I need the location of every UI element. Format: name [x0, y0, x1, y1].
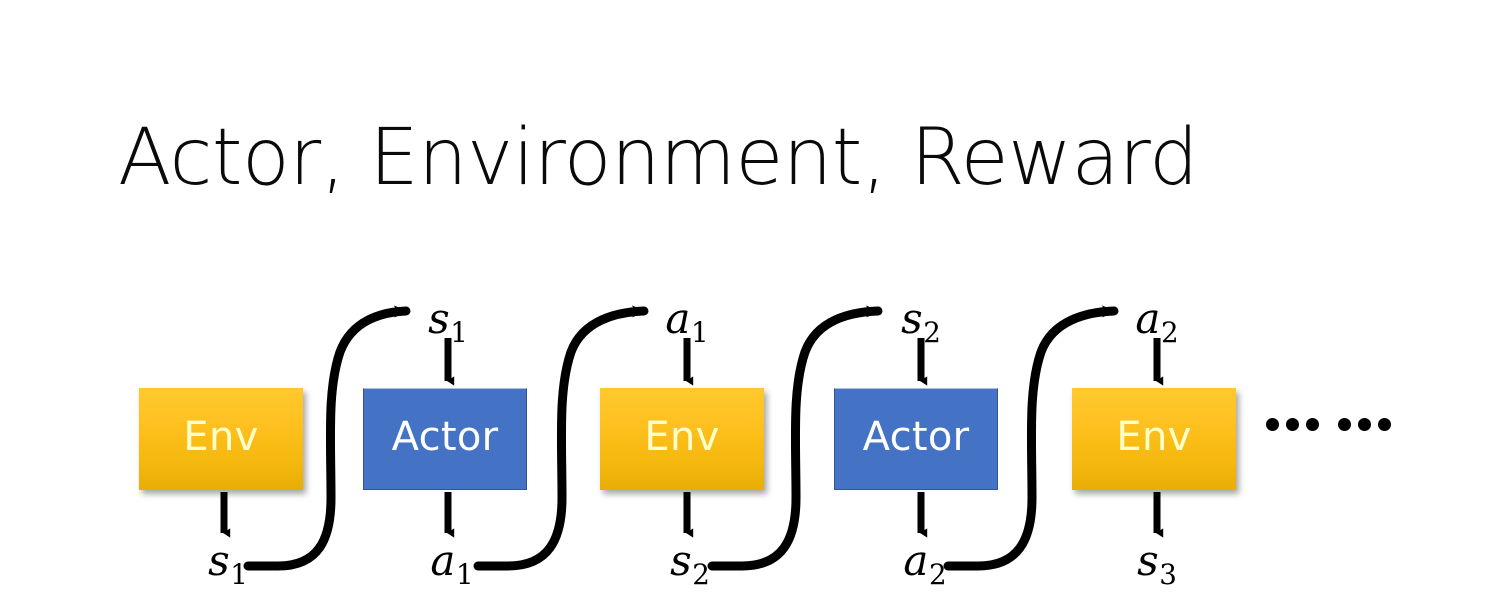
action-label-a1-bottom: a1: [430, 540, 473, 589]
variable-subscript: 2: [692, 557, 710, 591]
variable-subscript: 2: [923, 315, 941, 349]
variable-base: s: [428, 294, 450, 343]
variable-base: s: [208, 536, 230, 585]
node-label: Actor: [391, 414, 499, 460]
node-env-2[interactable]: Env: [600, 388, 764, 490]
variable-base: s: [901, 294, 923, 343]
variable-subscript: 2: [1160, 315, 1179, 349]
variable-base: a: [665, 294, 691, 343]
node-env-1[interactable]: Env: [139, 388, 303, 490]
page-title: Actor, Environment, Reward: [118, 113, 1198, 203]
node-actor-1[interactable]: Actor: [363, 388, 527, 490]
action-label-a2-top: a2: [1135, 298, 1178, 347]
arrows-label-to-box: [444, 338, 1164, 386]
node-env-3[interactable]: Env: [1072, 388, 1236, 490]
continuation-ellipsis: [1266, 418, 1391, 431]
variable-base: a: [1135, 294, 1161, 343]
ellipsis-dot: [1266, 418, 1279, 431]
ellipsis-dot: [1378, 418, 1391, 431]
variable-subscript: 1: [455, 557, 474, 591]
action-label-a1-top: a1: [665, 298, 708, 347]
variable-subscript: 1: [230, 557, 248, 591]
node-label: Env: [1116, 414, 1192, 460]
state-label-s3-bottom: s3: [1137, 540, 1177, 589]
ellipsis-dot: [1286, 418, 1299, 431]
variable-subscript: 1: [450, 315, 468, 349]
state-label-s1-bottom: s1: [208, 540, 248, 589]
variable-base: s: [1137, 536, 1159, 585]
variable-base: s: [670, 536, 692, 585]
ellipsis-dot: [1358, 418, 1371, 431]
ellipsis-gap: [1326, 424, 1331, 425]
node-actor-2[interactable]: Actor: [834, 388, 998, 490]
ellipsis-dot: [1338, 418, 1351, 431]
arrows-box-to-label: [220, 492, 1164, 538]
variable-base: a: [430, 536, 456, 585]
variable-subscript: 2: [928, 557, 947, 591]
node-label: Env: [644, 414, 720, 460]
ellipsis-dot: [1306, 418, 1319, 431]
action-label-a2-bottom: a2: [903, 540, 946, 589]
variable-base: a: [903, 536, 929, 585]
node-label: Env: [183, 414, 259, 460]
state-label-s2-top: s2: [901, 298, 941, 347]
variable-subscript: 1: [690, 315, 709, 349]
state-label-s1-top: s1: [428, 298, 468, 347]
variable-subscript: 3: [1159, 557, 1177, 591]
node-label: Actor: [862, 414, 970, 460]
state-label-s2-bottom: s2: [670, 540, 710, 589]
